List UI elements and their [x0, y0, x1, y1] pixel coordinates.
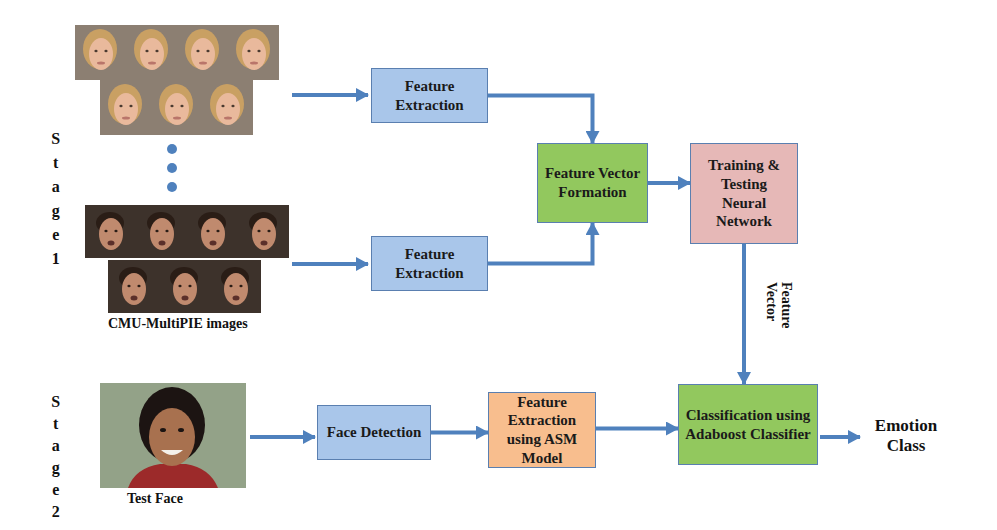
caption-text: Test Face — [127, 491, 183, 508]
output-arrow — [820, 435, 860, 439]
test-face-eye — [178, 428, 184, 432]
input-arrow — [292, 262, 368, 266]
face-thumbnail — [177, 25, 228, 80]
edge-label: Feature Vector — [758, 282, 794, 352]
test-face-eye — [160, 428, 166, 432]
node-label: Face Detection — [327, 423, 422, 442]
stage-label: Stage2 — [46, 393, 65, 525]
face-thumbnail — [159, 260, 210, 313]
face-thumbnail — [210, 260, 261, 313]
process-box: Feature Extraction using ASM Model — [488, 392, 596, 468]
face-thumbnail — [202, 80, 253, 135]
process-box: Classification using Adaboost Classifier — [678, 384, 818, 465]
face-thumbnail — [126, 25, 177, 80]
node-label: Feature Vector Formation — [544, 164, 641, 202]
test-face-skin — [149, 408, 195, 466]
face-thumbnail — [238, 205, 289, 258]
face-thumbnail — [187, 205, 238, 258]
flow-arrow — [488, 96, 593, 144]
face-thumbnail — [228, 25, 279, 80]
input-arrow — [292, 93, 368, 97]
ellipsis-dot — [167, 182, 177, 192]
face-thumbnail — [136, 205, 187, 258]
face-thumbnail — [85, 205, 136, 258]
face-thumbnail — [108, 260, 159, 313]
face-thumbnail — [100, 80, 151, 135]
flow-arrow — [648, 181, 690, 185]
stage-label: Stage1 — [46, 130, 65, 274]
caption-text: CMU-MultiPIE images — [108, 316, 248, 333]
node-label: Classification using Adaboost Classifier — [685, 406, 811, 444]
process-box: Feature Extraction — [371, 68, 488, 123]
flow-arrow — [596, 427, 678, 431]
process-box: Feature Extraction — [371, 236, 488, 291]
face-thumbnail — [151, 80, 202, 135]
input-arrow — [250, 435, 315, 439]
flow-arrow — [431, 431, 488, 435]
node-label: Feature Extraction — [378, 77, 481, 115]
process-box: Training & Testing Neural Network — [690, 143, 798, 244]
ellipsis-dot — [167, 163, 177, 173]
process-box: Face Detection — [317, 405, 431, 460]
test-face-photo — [100, 383, 246, 488]
node-label: Feature Extraction — [378, 245, 481, 283]
flow-arrow — [488, 223, 593, 264]
node-label: Training & Testing Neural Network — [697, 156, 791, 231]
flow-arrow — [742, 244, 746, 384]
output-label: Emotion Class — [864, 416, 948, 457]
test-face-shirt — [128, 464, 218, 488]
ellipsis-dot — [167, 144, 177, 154]
test-face-smile — [161, 450, 183, 455]
face-thumbnail — [75, 25, 126, 80]
node-label: Feature Extraction using ASM Model — [495, 393, 589, 468]
process-box: Feature Vector Formation — [537, 143, 648, 223]
